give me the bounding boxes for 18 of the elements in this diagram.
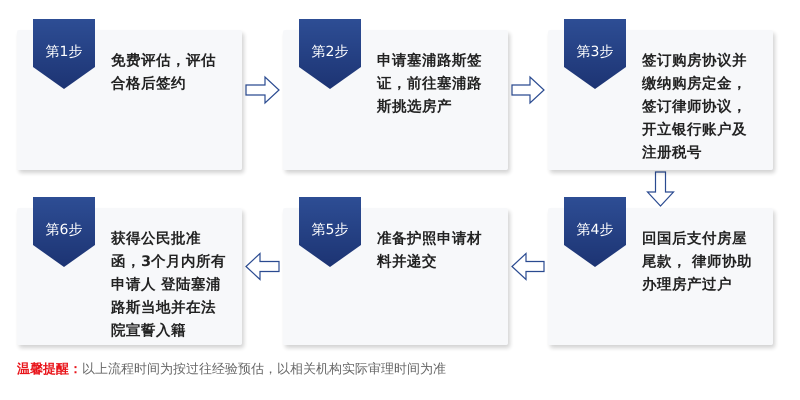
reminder-note: 温馨提醒：以上流程时间为按过往经验预估，以相关机构实际审理时间为准	[17, 361, 446, 378]
hollow-arrow	[511, 76, 545, 104]
step-description: 签订购房协议并缴纳购房定金，签订律师协议，开立银行账户及注册税号	[642, 51, 748, 163]
hollow-arrow	[646, 171, 675, 207]
step-number: 第4步	[576, 221, 614, 240]
step-number: 第1步	[44, 43, 84, 62]
step-description: 获得公民批准函，3个月内所有申请人 登陆塞浦路斯当地并在法院宣誓入籍	[111, 230, 227, 341]
step-description: 回国后支付房屋尾款， 律师协助办理房产过户	[642, 229, 754, 295]
hollow-arrow	[511, 252, 545, 281]
step-number: 第3步	[576, 43, 614, 62]
step-number: 第6步	[44, 221, 84, 240]
step-description: 免费评估，评估合格后签约	[111, 52, 217, 94]
step-number: 第2步	[310, 43, 350, 62]
step-description: 准备护照申请材料并递交	[377, 230, 483, 272]
hollow-arrow	[245, 76, 280, 104]
step-number: 第5步	[310, 221, 350, 240]
step-description: 申请塞浦路斯签证，前往塞浦路斯挑选房产	[377, 51, 483, 117]
hollow-arrow	[245, 252, 280, 281]
